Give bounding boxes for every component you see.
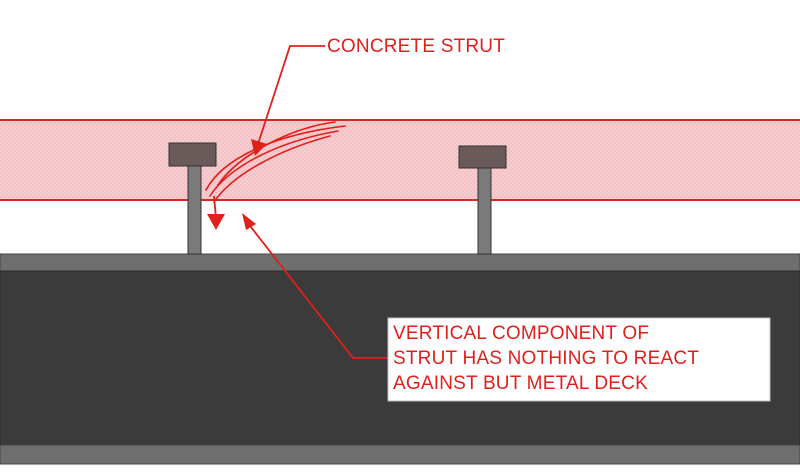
callout-line-3: AGAINST BUT METAL DECK — [393, 373, 648, 394]
stud-left-shank — [187, 165, 202, 255]
shear-stud-icon — [168, 142, 217, 255]
callout-line-1: VERTICAL COMPONENT OF — [393, 323, 649, 344]
beam-bottom-flange — [0, 444, 800, 465]
concrete-strut-label: CONCRETE STRUT — [327, 36, 505, 57]
shear-stud-icon — [458, 145, 507, 255]
arrow-down-icon — [207, 195, 225, 230]
concrete-slab — [0, 119, 800, 201]
stud-right-head — [458, 145, 507, 169]
concrete-strut-sketch — [205, 121, 346, 203]
callout-line-2: STRUT HAS NOTHING TO REACT — [393, 348, 699, 369]
strut-leader-arrow — [251, 45, 325, 156]
callout-box — [387, 317, 771, 402]
arrow-up-left-icon — [242, 213, 388, 359]
beam-top-flange — [0, 253, 800, 272]
stud-left-head — [168, 142, 217, 167]
stud-right-shank — [477, 167, 492, 255]
